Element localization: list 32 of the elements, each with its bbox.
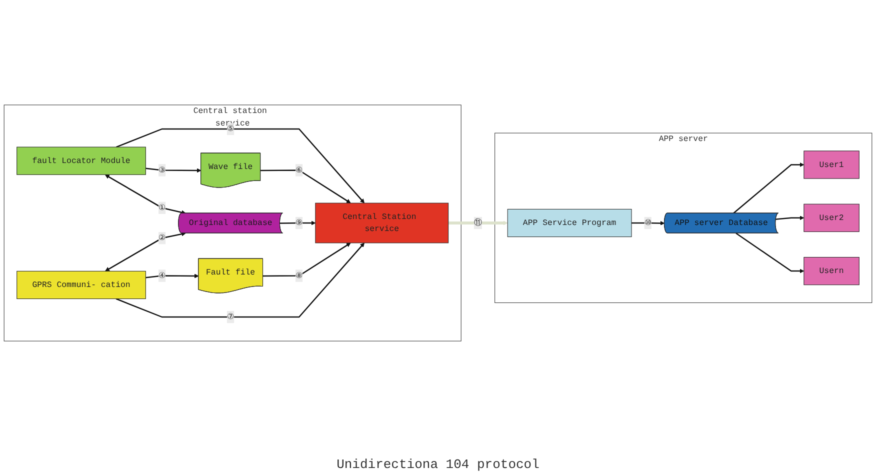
node-box: Central Station service: [315, 202, 449, 244]
arrow: [105, 232, 186, 272]
edge-label: ④: [158, 271, 166, 280]
arrow: [263, 242, 351, 277]
arrow: [260, 170, 351, 204]
edge-label: ⑪: [474, 218, 482, 228]
arrow: [736, 232, 804, 274]
node-box: User2: [804, 204, 860, 232]
edge-label: ⑩: [644, 218, 652, 228]
arrow: [116, 128, 365, 204]
edge-label: ⑤: [226, 124, 234, 134]
edge-label: ⑧: [296, 271, 303, 280]
edge-label: ①: [158, 203, 166, 212]
arrow: [733, 162, 804, 214]
node-box: GPRS Communi- cation: [16, 270, 146, 300]
arrow: [776, 216, 804, 220]
edge-label: ⑦: [226, 312, 234, 322]
arrow: [116, 242, 365, 318]
protocol-note: Unidirectiona 104 protocol: [336, 457, 540, 472]
node-box: APP Service Program: [507, 208, 632, 238]
edge-label: ⑥: [296, 166, 303, 175]
node-box: Usern: [804, 257, 860, 286]
arrow: [104, 174, 186, 215]
edge-label: ③: [158, 166, 166, 175]
node-box: User1: [804, 150, 860, 179]
edge-label: ②: [158, 234, 166, 243]
arrow: [146, 168, 202, 173]
arrow: [146, 274, 199, 278]
node-box: fault Locator Module: [16, 146, 146, 175]
arrow: [448, 220, 508, 226]
arrow: [280, 220, 316, 226]
edge-label: ⑨: [296, 218, 303, 228]
